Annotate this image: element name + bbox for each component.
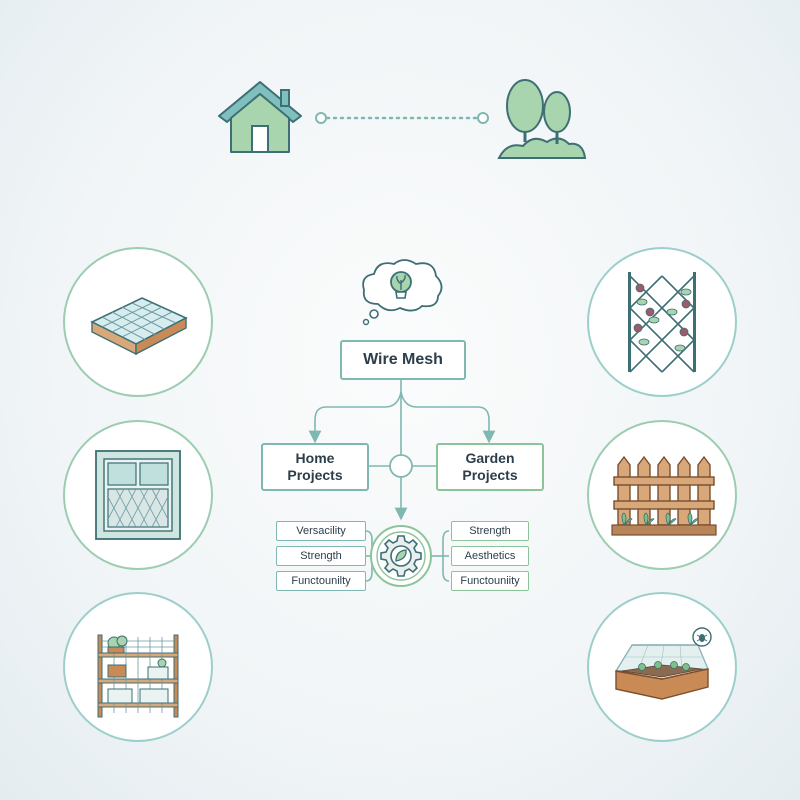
home-example-greenhouse — [63, 247, 213, 397]
trellis-icon — [628, 272, 696, 373]
garden-projects-label: Garden Projects — [462, 450, 518, 483]
house-icon — [218, 81, 302, 153]
home-example-shelving — [63, 592, 213, 742]
right-attribute: Strength — [451, 521, 529, 541]
home-example-window — [63, 420, 213, 570]
left-attribute: Functounilty — [276, 571, 366, 591]
home-projects-box: Home Projects — [261, 443, 369, 491]
garden-example-covered-bed — [587, 592, 737, 742]
wire-mesh-title: Wire Mesh — [340, 340, 466, 380]
gear-leaf-icon — [370, 525, 432, 587]
garden-projects-box: Garden Projects — [436, 443, 544, 491]
greenhouse-roof-icon — [90, 297, 188, 356]
right-attribute: Functouniity — [451, 571, 529, 591]
window-screen-icon — [95, 450, 181, 540]
home-projects-label: Home Projects — [287, 450, 343, 483]
right-attribute: Aesthetics — [451, 546, 529, 566]
garden-example-trellis — [587, 247, 737, 397]
lightbulb-icon — [362, 259, 443, 326]
left-attribute: Strength — [276, 546, 366, 566]
left-attribute: Versacility — [276, 521, 366, 541]
shelving-rack-icon — [97, 634, 179, 718]
covered-raised-bed-icon — [614, 627, 712, 700]
garden-example-fence — [587, 420, 737, 570]
garden-trees-icon — [497, 79, 587, 159]
wooden-fence-icon — [611, 455, 717, 536]
